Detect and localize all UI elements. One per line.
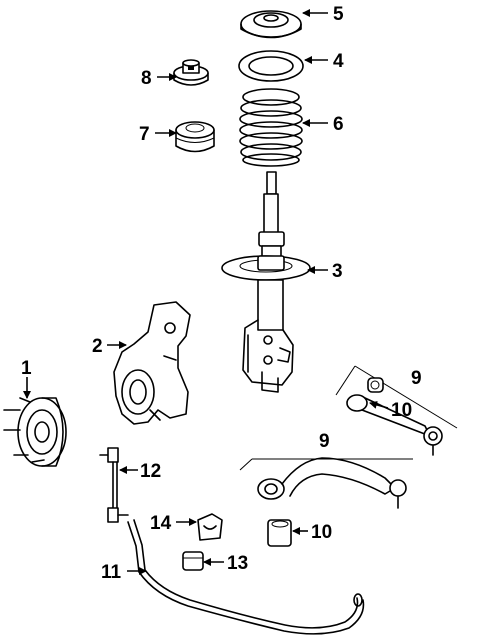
stabilizer-bracket-part[interactable]: [197, 513, 223, 541]
lower-control-arm-part[interactable]: [239, 457, 413, 509]
callout-6[interactable]: 6: [333, 114, 344, 135]
callout-14[interactable]: 14: [150, 513, 172, 534]
callout-11[interactable]: 11: [101, 562, 122, 583]
wheel-hub-part[interactable]: [3, 397, 67, 467]
strut-assembly-part[interactable]: [221, 171, 311, 393]
upper-control-arm-part[interactable]: [335, 365, 458, 456]
callout-5[interactable]: 5: [333, 4, 344, 25]
stabilizer-bar-part[interactable]: [127, 519, 365, 635]
callout-2[interactable]: 2: [92, 336, 103, 357]
upper-mount-part[interactable]: [240, 10, 302, 39]
coil-spring-part[interactable]: [239, 88, 303, 167]
callout-8[interactable]: 8: [141, 68, 152, 89]
callout-7[interactable]: 7: [139, 124, 150, 145]
callout-3[interactable]: 3: [332, 261, 343, 282]
callout-4[interactable]: 4: [333, 51, 344, 72]
callout-10-upper[interactable]: 10: [391, 400, 412, 421]
stabilizer-bushing-part[interactable]: [182, 551, 204, 571]
callout-9-upper[interactable]: 9: [411, 368, 422, 389]
control-arm-bushing-upper-part[interactable]: [367, 377, 384, 393]
control-arm-bushing-lower-part[interactable]: [267, 519, 292, 547]
callout-12[interactable]: 12: [140, 461, 161, 482]
spring-insulator-part[interactable]: [238, 50, 304, 82]
stabilizer-link-part[interactable]: [99, 447, 129, 523]
lower-bushing-part[interactable]: [175, 121, 215, 153]
callouts: 5 4 8 6 7 3 2 1 9 10 9 12 14 10 13 11: [21, 4, 422, 583]
callout-10-lower[interactable]: 10: [311, 522, 332, 543]
callout-1[interactable]: 1: [21, 358, 32, 379]
callout-13[interactable]: 13: [227, 553, 248, 574]
callout-9-lower[interactable]: 9: [319, 431, 330, 452]
leader-lines: [23, 9, 389, 575]
steering-knuckle-part[interactable]: [113, 301, 191, 425]
upper-bushing-part[interactable]: [173, 59, 209, 86]
